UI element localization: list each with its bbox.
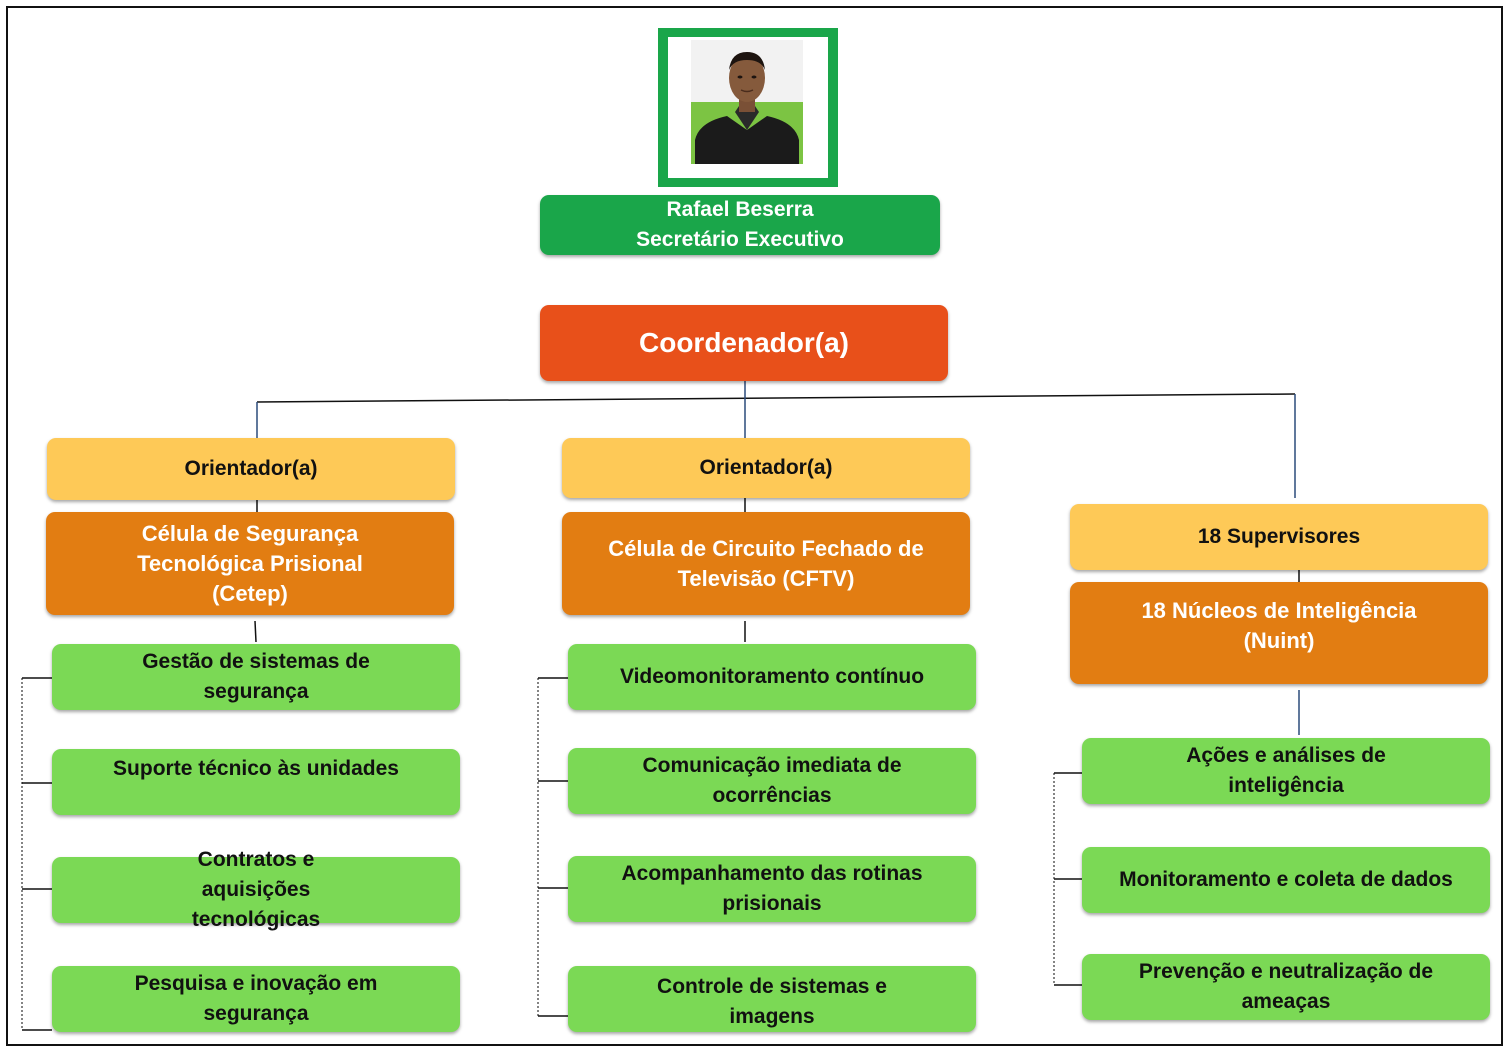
- branch-2-item-label: Videomonitoramento contínuo: [619, 665, 925, 688]
- leader-photo: [691, 40, 803, 164]
- branch-2-item: Acompanhamento das rotinas prisionais: [568, 856, 976, 922]
- branch-1-head: Orientador(a): [47, 438, 455, 500]
- branch-3-item: Prevenção e neutralização de ameaças: [1082, 954, 1490, 1020]
- leader-photo-background: [668, 37, 828, 178]
- branch-1-item-label: Gestão de sistemas de segurança: [142, 650, 370, 703]
- branch-1-unit-label: Célula de Segurança Tecnológica Prisiona…: [137, 520, 363, 606]
- branch-2-unit-label: Célula de Circuito Fechado de Televisão …: [608, 535, 924, 591]
- branch-2-item: Controle de sistemas e imagens: [568, 966, 976, 1032]
- branch-1-head-label: Orientador(a): [184, 457, 318, 480]
- coordinator-label: Coordenador(a): [639, 327, 849, 358]
- branch-3-head: 18 Supervisores: [1070, 504, 1488, 570]
- branch-2-head-label: Orientador(a): [699, 456, 833, 479]
- branch-1-item-label: Pesquisa e inovação em segurança: [134, 972, 378, 1025]
- branch-1-item: Gestão de sistemas de segurança: [52, 644, 460, 710]
- leader-box: Rafael Beserra Secretário Executivo: [540, 195, 940, 255]
- branch-3-item: Monitoramento e coleta de dados: [1082, 847, 1490, 913]
- branch-1-item: Pesquisa e inovação em segurança: [52, 966, 460, 1032]
- coordinator-box: Coordenador(a): [540, 305, 948, 381]
- branch-2-item-label: Controle de sistemas e imagens: [657, 975, 887, 1028]
- branch-3-item: Ações e análises de inteligência: [1082, 738, 1490, 804]
- branch-2-item: Videomonitoramento contínuo: [568, 644, 976, 710]
- branch-2-item-label: Acompanhamento das rotinas prisionais: [621, 862, 923, 915]
- branch-3-item-label: Monitoramento e coleta de dados: [1119, 868, 1453, 891]
- leader-photo-frame: [658, 28, 838, 187]
- branch-3-unit-label: 18 Núcleos de Inteligência (Nuint): [1141, 598, 1417, 653]
- leader-role: Secretário Executivo: [636, 228, 844, 251]
- branch-3-unit: 18 Núcleos de Inteligência (Nuint): [1070, 582, 1488, 684]
- branch-2-item: Comunicação imediata de ocorrências: [568, 748, 976, 814]
- branch-3-head-label: 18 Supervisores: [1197, 525, 1361, 548]
- branch-3-item-label: Ações e análises de inteligência: [1186, 744, 1386, 797]
- branch-2-item-label: Comunicação imediata de ocorrências: [642, 754, 902, 807]
- branch-3-item-label: Prevenção e neutralização de ameaças: [1138, 960, 1434, 1013]
- leader-name: Rafael Beserra: [666, 198, 814, 221]
- branch-1-item: Contratos e aquisições tecnológicas: [52, 848, 460, 931]
- branch-1-unit: Célula de Segurança Tecnológica Prisiona…: [46, 512, 454, 615]
- branch-2-head: Orientador(a): [562, 438, 970, 498]
- branch-1-item: Suporte técnico às unidades: [52, 749, 460, 815]
- branch-1-item-label: Suporte técnico às unidades: [113, 757, 399, 780]
- branch-2-unit: Célula de Circuito Fechado de Televisão …: [562, 512, 970, 615]
- branch-1-item-label: Contratos e aquisições tecnológicas: [191, 848, 321, 931]
